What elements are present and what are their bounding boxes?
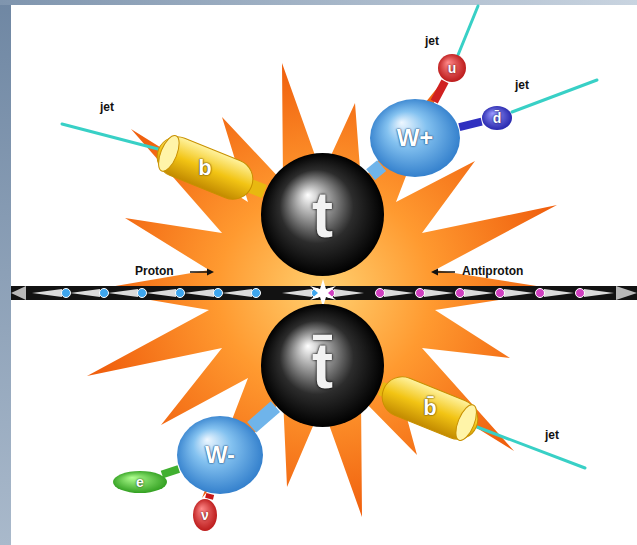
quark-drop: d̄ (481, 105, 513, 131)
cylinder-cap (154, 133, 183, 174)
frame-bar (0, 0, 637, 5)
particle-symbol: W- (205, 443, 235, 467)
cylinder-body (151, 131, 259, 206)
particle-symbol: e (136, 475, 144, 489)
decay-link (371, 166, 382, 175)
lepton-drop: e (112, 470, 168, 494)
blob (482, 106, 512, 130)
beam-label: Proton (135, 264, 174, 278)
jet-label: jet (515, 78, 529, 92)
quark-drop: u (437, 53, 467, 83)
top-quark-sphere: t (260, 152, 385, 277)
blob (438, 54, 466, 82)
decay-link (459, 122, 481, 127)
particle-symbol: W+ (397, 126, 434, 150)
particle-symbol: b (198, 157, 211, 179)
blob (193, 499, 217, 531)
particle-symbol: t̄ (312, 334, 333, 398)
bottom-quark-cylinder: b (150, 140, 260, 196)
particle-symbol: ν (201, 508, 209, 522)
jet-lines (62, 6, 597, 468)
jet-label: jet (545, 428, 559, 442)
particle-symbol: t (312, 183, 333, 247)
blob (177, 416, 263, 494)
decay-link (252, 407, 276, 428)
cylinder-cap (452, 402, 481, 443)
decay-link (434, 81, 445, 101)
blob (113, 471, 167, 493)
blob (370, 99, 460, 177)
jet-label: jet (425, 34, 439, 48)
particle-symbol: u (448, 61, 457, 75)
sphere (261, 304, 384, 427)
w-boson-blob: W+ (369, 98, 461, 178)
collision-flash (310, 279, 336, 307)
sphere (261, 153, 384, 276)
decay-link (209, 494, 210, 499)
decay-link (162, 469, 179, 475)
particle-symbol: b̄ (423, 397, 436, 419)
bottom-quark-cylinder: b̄ (375, 380, 485, 436)
jet-label: jet (100, 100, 114, 114)
top-quark-sphere: t̄ (260, 303, 385, 428)
beam-label: Antiproton (462, 264, 523, 278)
cylinder-body (376, 371, 484, 446)
particle-symbol: d̄ (493, 111, 502, 125)
w-boson-blob: W- (176, 415, 264, 495)
neutrino-drop: ν (192, 498, 218, 532)
frame-bar (0, 0, 11, 545)
